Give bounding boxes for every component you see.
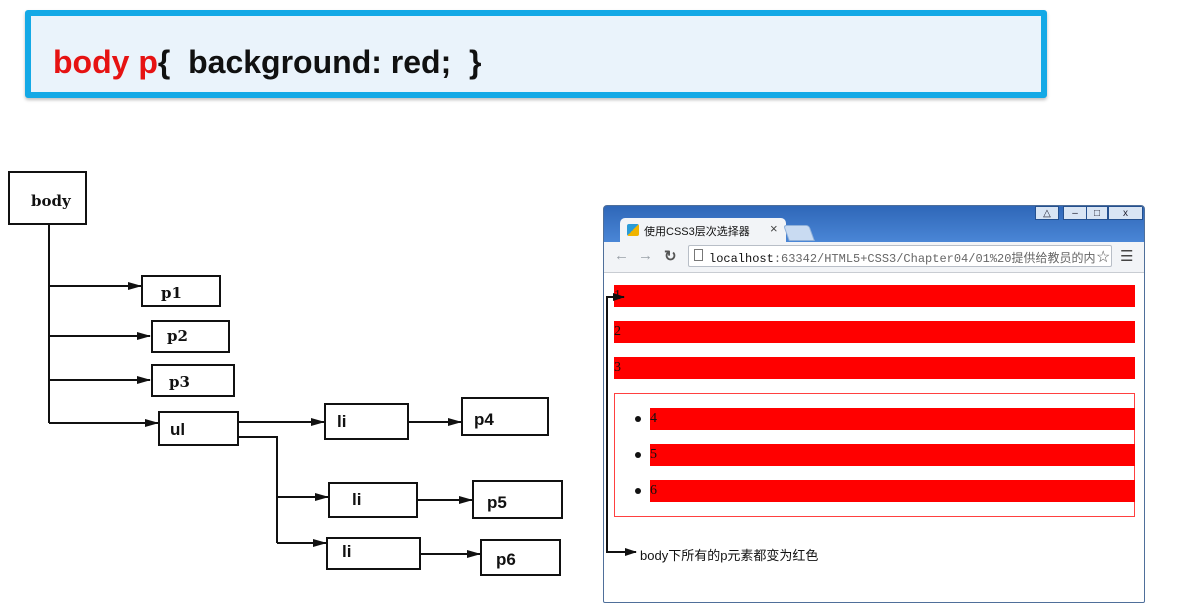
unordered-list: 4 5 6 [614,393,1135,517]
back-icon[interactable]: ← [614,247,629,264]
list-item-paragraph-5: 5 [650,444,1135,466]
browser-titlebar: 使用CSS3层次选择器 × △ – □ x [604,206,1144,242]
bullet-icon [635,416,641,422]
reload-icon[interactable]: ↻ [664,248,677,265]
paragraph-3: 3 [614,357,1135,379]
css-selector: body p [53,44,158,80]
node-p2: p2 [151,320,230,353]
favicon-icon [627,224,639,236]
minimize-icon[interactable]: – [1063,206,1087,220]
forward-icon[interactable]: → [638,247,653,264]
maximize-icon[interactable]: □ [1086,206,1108,220]
paragraph-1: 1 [614,285,1135,307]
browser-tab[interactable]: 使用CSS3层次选择器 × [620,218,786,242]
profile-icon[interactable]: △ [1035,206,1059,220]
css-rule: body p{ background: red; } [53,44,481,81]
tree-connectors [48,224,481,558]
explanation-caption: body下所有的p元素都变为红色 [640,548,819,563]
node-ul: ul [158,411,239,446]
bookmark-star-icon[interactable]: ☆ [1096,247,1111,266]
browser-window: 使用CSS3层次选择器 × △ – □ x ← → ↻ localhost:63… [603,205,1145,603]
css-declaration: { background: red; } [157,44,482,80]
list-item-paragraph-4: 4 [650,408,1135,430]
bullet-icon [635,488,641,494]
browser-toolbar: ← → ↻ localhost:63342/HTML5+CSS3/Chapter… [604,242,1144,273]
node-li-2: li [328,482,418,518]
new-tab-button[interactable] [783,225,815,241]
close-window-icon[interactable]: x [1108,206,1143,220]
node-p1: p1 [141,275,221,307]
ul-branch-line [238,436,278,543]
paragraph-2: 2 [614,321,1135,343]
node-li-3: li [326,537,421,570]
node-body: body [8,171,87,225]
menu-icon[interactable]: ☰ [1120,248,1134,265]
tab-close-icon[interactable]: × [770,221,778,236]
page-icon [694,249,703,261]
code-banner: body p{ background: red; } [25,10,1047,98]
bullet-icon [635,452,641,458]
address-bar[interactable]: localhost:63342/HTML5+CSS3/Chapter04/01%… [688,245,1112,267]
node-p3: p3 [151,364,235,397]
tab-title: 使用CSS3层次选择器 [644,226,750,238]
node-li-1: li [324,403,409,440]
dom-tree-diagram: body p1 p2 p3 ul li li li p4 p5 p6 [0,160,590,600]
node-p4: p4 [461,397,549,436]
node-p5: p5 [472,480,563,519]
list-item-paragraph-6: 6 [650,480,1135,502]
node-p6: p6 [480,539,561,576]
page-content: 1 2 3 4 5 6 body下所有的p元素都变为红色 [604,273,1144,602]
url-text: localhost:63342/HTML5+CSS3/Chapter04/01%… [709,252,1096,266]
